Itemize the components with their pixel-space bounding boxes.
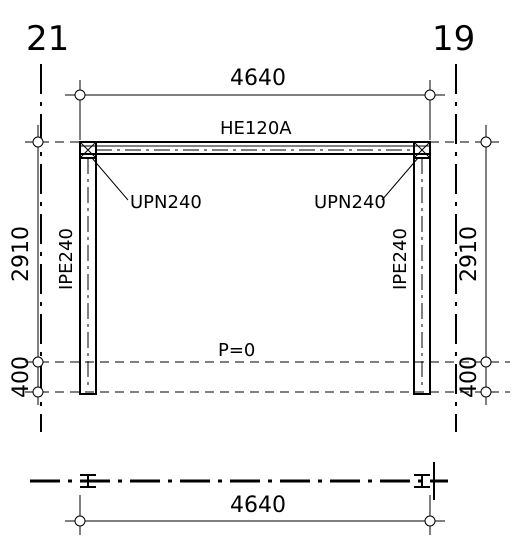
column-left-label: IPE240 bbox=[56, 228, 77, 290]
bottom-dimension bbox=[65, 495, 445, 535]
left-base-label: 400 bbox=[9, 356, 34, 398]
bottom-dimension-label: 4640 bbox=[230, 493, 286, 518]
bracket-right bbox=[398, 141, 431, 159]
upn-left-label: UPN240 bbox=[130, 192, 202, 213]
beam-he120a bbox=[80, 141, 430, 155]
right-height-label: 2910 bbox=[457, 226, 482, 282]
grid-label-right: 19 bbox=[432, 19, 475, 59]
right-base-label: 400 bbox=[457, 356, 482, 398]
column-right-label: IPE240 bbox=[390, 228, 411, 290]
right-height-dimension bbox=[480, 125, 492, 405]
top-dimension-label: 4640 bbox=[230, 66, 286, 91]
left-height-dimension bbox=[32, 125, 44, 405]
grid-label-left: 21 bbox=[26, 19, 69, 59]
left-height-label: 2910 bbox=[9, 226, 34, 282]
column-right bbox=[413, 141, 431, 395]
column-left bbox=[79, 141, 97, 395]
beam-label: HE120A bbox=[220, 118, 292, 139]
plan-view bbox=[30, 462, 448, 500]
floor-level-label: P=0 bbox=[218, 340, 255, 361]
top-dimension bbox=[65, 80, 445, 140]
leader-upn-left bbox=[91, 157, 129, 201]
upn-right-label: UPN240 bbox=[314, 192, 386, 213]
leader-upn-right bbox=[381, 157, 419, 201]
bracket-left bbox=[79, 141, 112, 159]
